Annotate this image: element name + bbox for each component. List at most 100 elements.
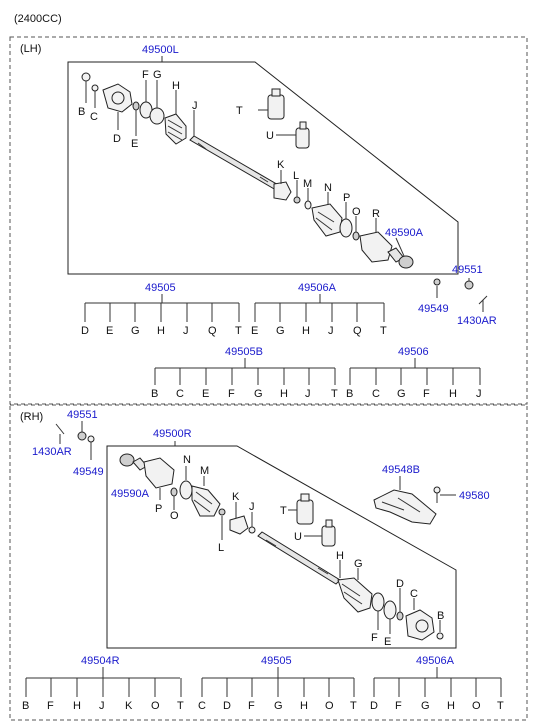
rh-callouts: 49590A N M P O K J L T U H G D C B F E	[111, 454, 444, 648]
rh-section-border	[9, 404, 528, 721]
rh-callout-n: N	[183, 454, 191, 466]
rh-washer-label[interactable]: 49549	[73, 466, 104, 478]
rh-callout-t: T	[280, 505, 287, 517]
kit-letter: T	[350, 700, 357, 712]
rh-kit-49506a: 49506A D F G H O T	[370, 655, 504, 712]
rh-leaders	[159, 466, 441, 634]
lh-callout-l: L	[293, 170, 299, 182]
rh-kit-49505-part[interactable]: 49505	[261, 655, 292, 667]
lh-section-label: (LH)	[20, 43, 41, 55]
kit-letter: Q	[208, 325, 217, 337]
rh-bracket-label[interactable]: 49548B	[382, 464, 420, 476]
kit-letter: C	[176, 388, 184, 400]
lh-callout-o: O	[352, 206, 361, 218]
lh-callout-d: D	[113, 133, 121, 145]
lh-callout-h: H	[172, 80, 180, 92]
kit-letter: G	[254, 388, 263, 400]
rh-callout-g: G	[354, 558, 363, 570]
kit-tree-ticks	[25, 303, 502, 697]
rh-outboard-joint-label[interactable]: 49590A	[111, 488, 150, 500]
kit-letter: D	[223, 700, 231, 712]
kit-letter: H	[73, 700, 81, 712]
kit-letter: H	[157, 325, 165, 337]
rh-kit-49506a-part[interactable]: 49506A	[416, 655, 455, 667]
kit-letter: G	[131, 325, 140, 337]
rh-callout-l: L	[218, 542, 224, 554]
kit-letter: F	[423, 388, 430, 400]
kit-letter: E	[202, 388, 209, 400]
rh-callout-j: J	[249, 501, 255, 513]
lh-callout-n: N	[324, 182, 332, 194]
lh-callout-g: G	[153, 69, 162, 81]
lh-kit-49506-part[interactable]: 49506	[398, 346, 429, 358]
kit-letter: B	[346, 388, 353, 400]
kit-letter: G	[274, 700, 283, 712]
lh-callout-e: E	[131, 138, 138, 150]
lh-kit-49506: 49506 B C G F H J	[346, 346, 482, 400]
rh-bracket-bolt-label[interactable]: 49580	[459, 490, 490, 502]
lh-callout-k: K	[277, 159, 285, 171]
kit-letter: D	[81, 325, 89, 337]
kit-letter: Q	[353, 325, 362, 337]
kit-letter: B	[22, 700, 29, 712]
kit-letter: T	[497, 700, 504, 712]
lh-callout-t: T	[236, 105, 243, 117]
lh-callout-r: R	[372, 208, 380, 220]
lh-washer-label[interactable]: 49549	[418, 303, 449, 315]
lh-callout-m: M	[303, 178, 312, 190]
rh-callout-o: O	[170, 510, 179, 522]
lh-callouts: B C D E F G H J T U K L M N P O R 49590A…	[78, 69, 497, 327]
rh-callout-e: E	[384, 636, 391, 648]
lh-parts-illustration	[81, 72, 488, 305]
lh-callout-p: P	[343, 192, 350, 204]
rh-bolt-label[interactable]: 49551	[67, 409, 98, 421]
lh-kit-49505b-part[interactable]: 49505B	[225, 346, 263, 358]
kit-letter: J	[476, 388, 482, 400]
kit-letter: O	[325, 700, 334, 712]
lh-callout-b: B	[78, 106, 85, 118]
rh-callout-f: F	[371, 632, 378, 644]
lh-kit-49505-part[interactable]: 49505	[145, 282, 176, 294]
kit-letter: T	[235, 325, 242, 337]
kit-letter: O	[151, 700, 160, 712]
rh-section: (RH) 49551 1430AR 49549 49500R 49548B 49…	[9, 404, 528, 721]
rh-callout-u: U	[294, 531, 302, 543]
lh-kit-49506a: 49506A E G H J Q T	[251, 282, 387, 337]
lh-bolt-label[interactable]: 49551	[452, 264, 483, 276]
rh-kit-49504r-part[interactable]: 49504R	[81, 655, 120, 667]
rh-callout-c: C	[410, 588, 418, 600]
lh-callout-f: F	[142, 69, 149, 81]
rh-section-label: (RH)	[20, 411, 43, 423]
kit-letter: T	[380, 325, 387, 337]
lh-kit-49506a-part[interactable]: 49506A	[298, 282, 337, 294]
kit-letter: D	[370, 700, 378, 712]
kit-letter: J	[99, 700, 105, 712]
rh-callout-m: M	[200, 465, 209, 477]
rh-callout-k: K	[232, 491, 240, 503]
lh-callout-u: U	[266, 130, 274, 142]
kit-letter: C	[372, 388, 380, 400]
kit-letter: H	[300, 700, 308, 712]
rh-assembly-label[interactable]: 49500R	[153, 428, 192, 440]
lh-leaders	[85, 80, 484, 312]
kit-letter: H	[302, 325, 310, 337]
lh-section-border	[9, 36, 528, 405]
kit-letter: F	[228, 388, 235, 400]
kit-letter: K	[125, 700, 133, 712]
rh-callout-p: P	[155, 503, 162, 515]
lh-kit-49505b: 49505B B C E F G H J T	[151, 346, 338, 400]
kit-letter: B	[151, 388, 158, 400]
lh-assembly-label[interactable]: 49500L	[142, 44, 179, 56]
kit-letter: C	[198, 700, 206, 712]
kit-letter: H	[447, 700, 455, 712]
lh-outboard-joint-label[interactable]: 49590A	[385, 227, 424, 239]
lh-callout-j: J	[192, 100, 198, 112]
rh-pin-label[interactable]: 1430AR	[32, 446, 72, 458]
kit-letter: T	[331, 388, 338, 400]
rh-assembly-frame	[106, 445, 457, 649]
rh-callout-h: H	[336, 550, 344, 562]
kit-letter: E	[106, 325, 113, 337]
kit-letter: G	[276, 325, 285, 337]
lh-pin-label[interactable]: 1430AR	[457, 315, 497, 327]
rh-parts-illustration	[119, 453, 444, 641]
